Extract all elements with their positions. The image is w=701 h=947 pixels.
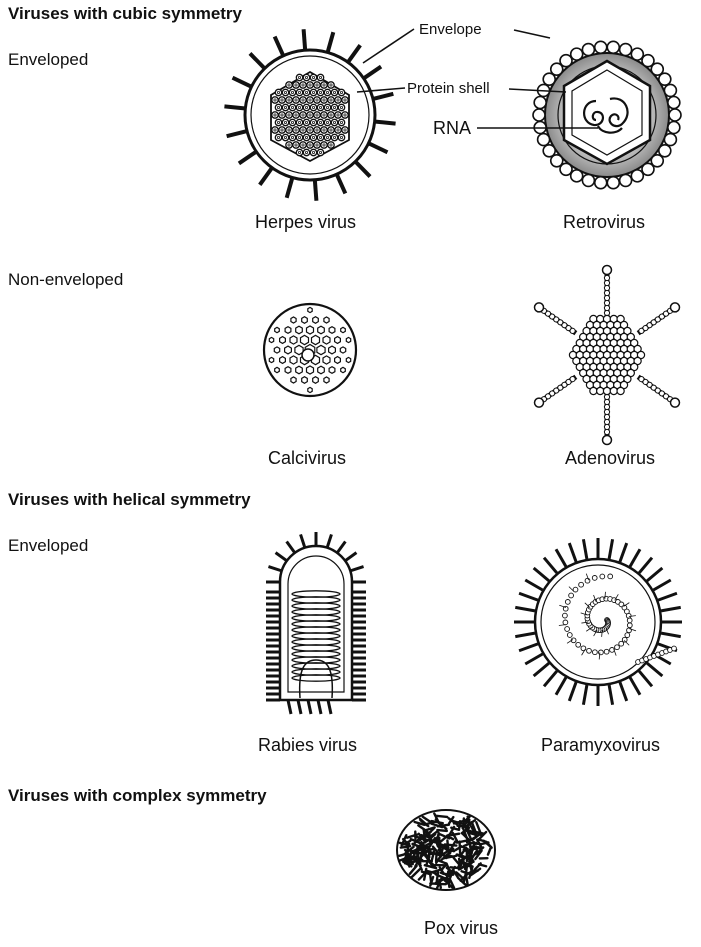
- herpes-virus-drawing: [224, 29, 395, 201]
- rabies-virus-drawing: [266, 532, 366, 714]
- retrovirus-drawing: [533, 41, 681, 188]
- pox-virus-drawing: [397, 810, 495, 890]
- paramyxovirus-drawing: [514, 538, 682, 706]
- calcivirus-drawing: [264, 304, 356, 396]
- adenovirus-drawing: [535, 266, 680, 445]
